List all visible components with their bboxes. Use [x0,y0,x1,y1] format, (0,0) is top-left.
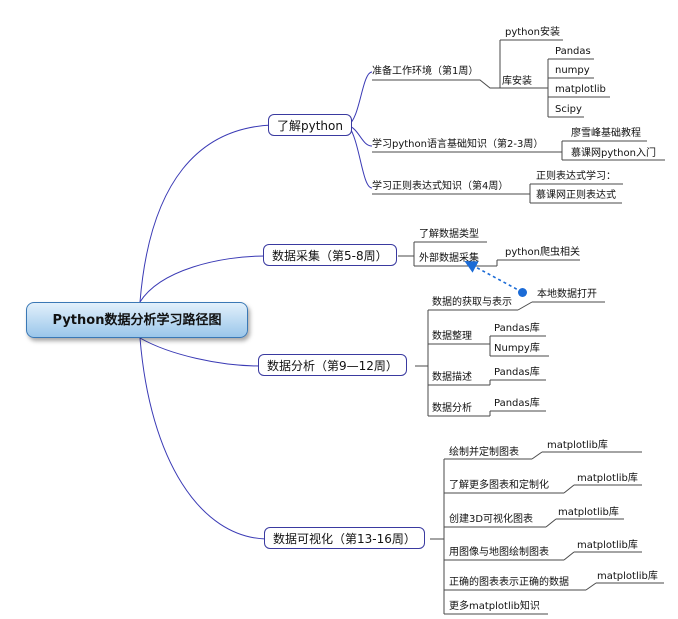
node-python-basics[interactable]: 学习python语言基础知识（第2-3周） [372,139,544,150]
node-pandas[interactable]: Pandas [555,46,591,57]
branch-data-visualization[interactable]: 数据可视化（第13-16周） [264,527,425,549]
node-external-collection[interactable]: 外部数据采集 [419,253,479,264]
node-regex-learn[interactable]: 正则表达式学习： [536,171,616,182]
node-mpl-3[interactable]: matplotlib库 [558,507,619,518]
node-numpy[interactable]: numpy [555,65,590,76]
node-plot-custom[interactable]: 绘制并定制图表 [449,447,519,458]
node-matplotlib[interactable]: matplotlib [555,84,606,95]
node-mpl-5[interactable]: matplotlib库 [597,571,658,582]
node-numpy-lib[interactable]: Numpy库 [494,343,540,354]
node-imooc-python[interactable]: 慕课网python入门 [571,148,656,159]
root-node[interactable]: Python数据分析学习路径图 [26,302,248,338]
branch-data-collection[interactable]: 数据采集（第5-8周） [263,244,397,266]
node-mpl-2[interactable]: matplotlib库 [577,473,638,484]
node-data-analyze[interactable]: 数据分析 [432,403,472,414]
node-more-mpl[interactable]: 更多matplotlib知识 [449,601,540,612]
node-data-cleanup[interactable]: 数据整理 [432,331,472,342]
node-regex[interactable]: 学习正则表达式知识（第4周） [372,181,509,192]
node-liaoxuefeng[interactable]: 廖雪峰基础教程 [571,128,641,139]
node-imooc-regex[interactable]: 慕课网正则表达式 [536,190,616,201]
node-data-describe[interactable]: 数据描述 [432,372,472,383]
node-data-types[interactable]: 了解数据类型 [419,229,479,240]
node-scipy[interactable]: Scipy [555,104,582,115]
relation-dot [518,288,527,297]
node-mpl-4[interactable]: matplotlib库 [577,540,638,551]
node-3d-charts[interactable]: 创建3D可视化图表 [449,514,534,525]
node-local-open[interactable]: 本地数据打开 [537,289,597,300]
node-pandas-lib-3[interactable]: Pandas库 [494,398,540,409]
node-pandas-lib-2[interactable]: Pandas库 [494,367,540,378]
node-image-map[interactable]: 用图像与地图绘制图表 [449,547,549,558]
node-python-install[interactable]: python安装 [505,27,560,38]
node-mpl-1[interactable]: matplotlib库 [547,440,608,451]
node-crawler[interactable]: python爬虫相关 [505,247,580,258]
node-data-acquire[interactable]: 数据的获取与表示 [432,297,512,308]
node-correct-charts[interactable]: 正确的图表表示正确的数据 [449,577,569,588]
node-more-charts[interactable]: 了解更多图表和定制化 [449,480,549,491]
node-pandas-lib-1[interactable]: Pandas库 [494,323,540,334]
node-prep-env[interactable]: 准备工作环境（第1周） [372,66,479,77]
branch-learn-python[interactable]: 了解python [268,114,352,136]
node-lib-install[interactable]: 库安装 [502,76,532,87]
branch-data-analysis[interactable]: 数据分析（第9—12周） [258,354,407,376]
